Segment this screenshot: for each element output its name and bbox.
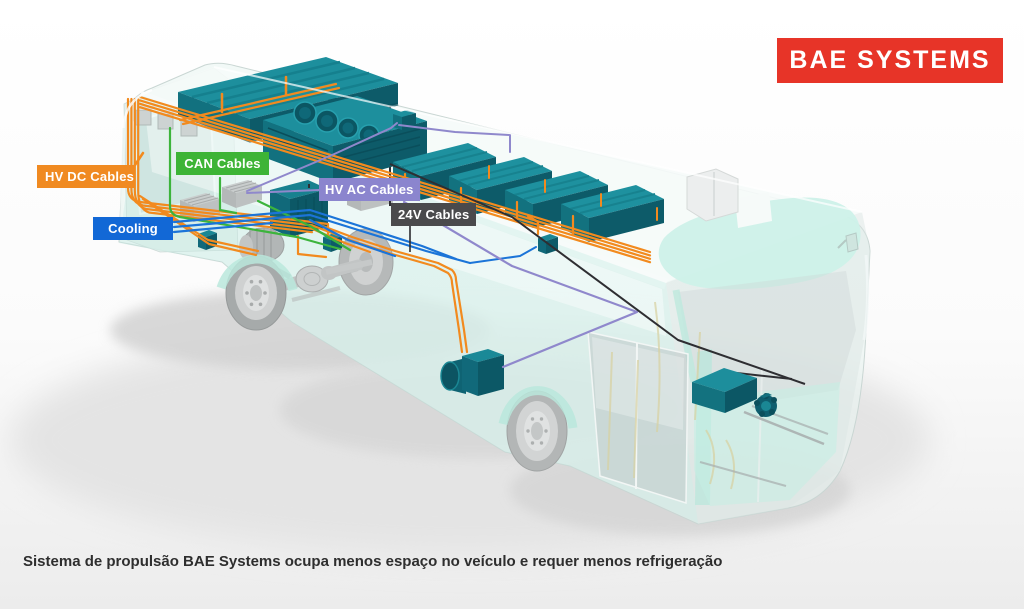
label-can-cables: CAN Cables — [176, 152, 269, 175]
label-24v-cables: 24V Cables — [391, 203, 477, 226]
cables-24v — [308, 163, 806, 385]
steering-pump-unit — [754, 393, 777, 417]
rear-wheel-arch — [216, 254, 298, 292]
cables-can — [168, 126, 352, 252]
front-wheel — [498, 386, 578, 472]
drive-shaft — [325, 259, 373, 275]
side-mirror — [837, 232, 859, 253]
rear-wheel — [216, 254, 298, 331]
front-wheel-arch — [498, 386, 578, 429]
label-hv-ac-cables: HV AC Cables — [319, 178, 420, 201]
cooling-fans — [293, 101, 380, 146]
center-door — [587, 331, 689, 505]
coolant-pump-unit — [440, 349, 504, 396]
cables-hv-dc — [126, 75, 658, 354]
bae-systems-logo: BAE SYSTEMS — [777, 38, 1003, 83]
label-hv-dc-cables: HV DC Cables — [37, 165, 135, 188]
cables-hv-ac — [246, 122, 639, 369]
interior-handrails — [607, 301, 736, 490]
roof-hvac-housing — [686, 168, 739, 222]
roof-cap-notch — [735, 192, 772, 228]
connector-box-b — [222, 180, 262, 208]
cables-cooling — [172, 208, 537, 265]
a-pillar — [672, 289, 698, 383]
battery-pack — [561, 185, 664, 242]
label-cooling: Cooling — [93, 217, 173, 240]
caption-text: Sistema de propulsão BAE Systems ocupa m… — [23, 553, 723, 570]
front-bumper-panel — [694, 382, 840, 506]
front-controller-box — [692, 368, 757, 413]
